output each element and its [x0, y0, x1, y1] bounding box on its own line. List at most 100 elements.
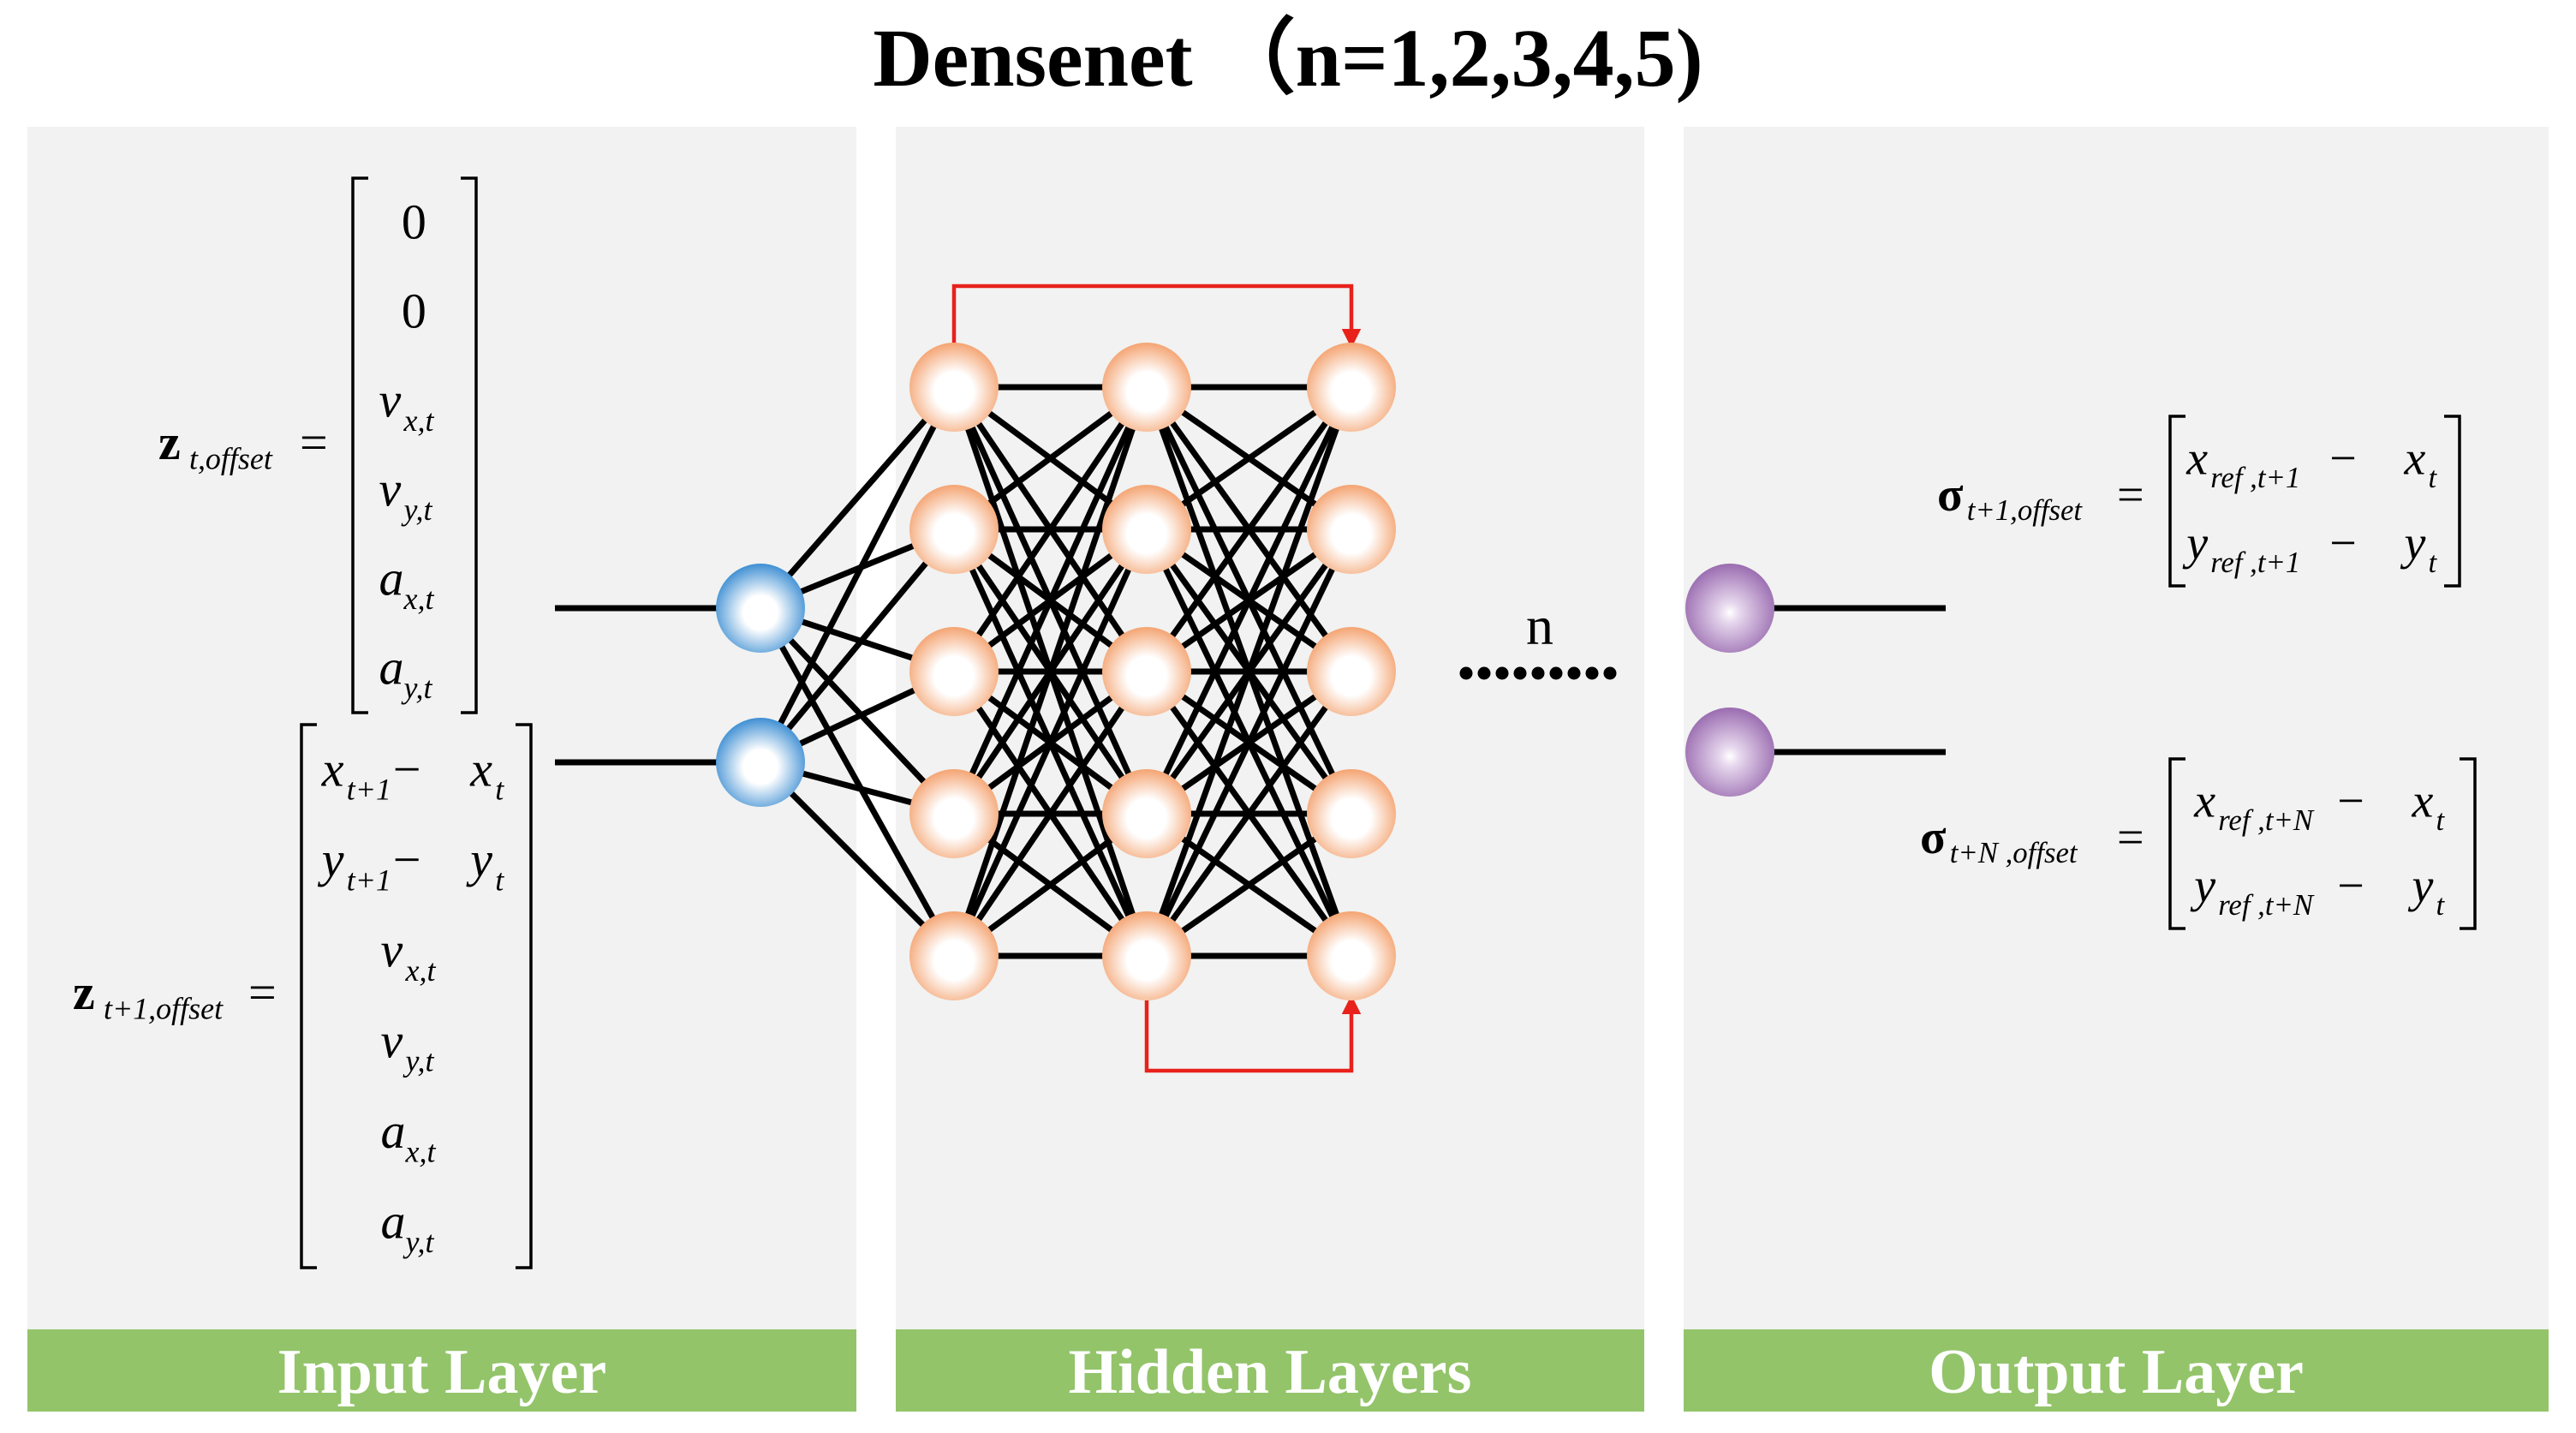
- output-panel: [1684, 127, 2549, 1412]
- matrix-entry-base: x: [2185, 432, 2208, 485]
- matrix-entry-sub2: t: [2436, 888, 2445, 922]
- hidden-node: [1102, 769, 1191, 858]
- matrix-entry-base: x: [321, 741, 344, 797]
- ellipsis-dot: [1513, 666, 1527, 680]
- equation-lhs-subscript: t+1,offset: [1967, 493, 2084, 527]
- output-label-band: [1684, 1329, 2549, 1412]
- matrix-entry-base: v: [379, 373, 402, 428]
- hidden-node: [1102, 911, 1191, 1000]
- matrix-right-bracket: [461, 176, 478, 714]
- matrix-entry-base: y: [2182, 516, 2208, 570]
- connection-edge: [1144, 385, 1354, 674]
- ellipsis-dot: [1477, 666, 1491, 680]
- matrix-entry-sub: x,t: [403, 582, 435, 616]
- skip-connection-top-arrow: [951, 284, 1362, 349]
- matrix-left-bracket: [351, 176, 368, 714]
- ellipsis-dot: [1549, 666, 1563, 680]
- matrix-entry-sub2: t: [495, 863, 504, 897]
- equation-lhs: z: [73, 964, 95, 1020]
- connection-edge: [951, 385, 1150, 958]
- matrix-entry-sub: y,t: [403, 1044, 435, 1078]
- hidden-node: [1307, 769, 1396, 858]
- output-node: [1685, 708, 1774, 797]
- hidden-node: [1307, 627, 1396, 716]
- equation-lhs: σ: [1920, 811, 1947, 864]
- matrix-left-bracket: [2168, 757, 2185, 930]
- matrix-entry-op: −: [2329, 516, 2357, 570]
- matrix-entry-sub2: t: [2436, 803, 2445, 837]
- input-label-band: [27, 1329, 856, 1412]
- matrix-entry-op: −: [393, 741, 421, 797]
- hidden-node: [909, 485, 999, 574]
- ellipsis-dot: [1495, 666, 1509, 680]
- hidden-node: [909, 911, 999, 1000]
- matrix-entry-base2: y: [2407, 859, 2433, 912]
- hidden-node: [1102, 485, 1191, 574]
- matrix-entry-base: y: [318, 832, 344, 887]
- page-title: Densenet （n=1,2,3,4,5): [873, 12, 1703, 104]
- matrix-entry-base2: y: [466, 832, 492, 887]
- connection-edge: [1144, 669, 1354, 958]
- equation-lhs-subscript: t,offset: [189, 442, 273, 476]
- matrix-entry-sub: x,t: [403, 403, 435, 438]
- connection-edge: [951, 528, 1150, 958]
- matrix-entry-base: v: [381, 1012, 403, 1068]
- matrix-entry-sub: y,t: [402, 493, 433, 527]
- hidden-node: [909, 343, 999, 432]
- matrix-entry-sub: ref ,t+N: [2218, 888, 2315, 922]
- matrix-entry-base2: x: [2411, 774, 2433, 827]
- matrix-entry-sub2: t: [2428, 461, 2437, 494]
- connection-edge: [951, 670, 1149, 958]
- connection-edge: [951, 385, 1150, 815]
- hidden-label-band: [896, 1329, 1644, 1412]
- matrix-entry-base: y: [2190, 859, 2215, 912]
- hidden-panel: [896, 127, 1644, 1412]
- equation-equals: =: [300, 415, 328, 470]
- connection-edge: [951, 385, 1149, 673]
- matrix-right-bracket: [516, 723, 533, 1269]
- connection-edge: [1143, 528, 1355, 958]
- matrix-right-bracket: [2444, 415, 2461, 588]
- matrix-right-bracket: [2460, 757, 2477, 930]
- skip-connection-bottom-arrow: [1144, 994, 1362, 1073]
- input-layer-label: Input Layer: [277, 1337, 606, 1407]
- matrix-entry-op: −: [393, 832, 421, 887]
- ellipsis-dots: [1459, 666, 1617, 680]
- connection-edge: [758, 760, 957, 958]
- connection-edge: [758, 385, 957, 611]
- connection-edge: [758, 606, 957, 816]
- connection-edge: [758, 527, 957, 765]
- equation-equals: =: [2117, 811, 2144, 864]
- hidden-layers-label: Hidden Layers: [1069, 1337, 1472, 1407]
- matrix-entry-op: −: [2337, 774, 2364, 827]
- matrix-entry-sub2: t: [495, 773, 504, 807]
- matrix-entry-base2: y: [2400, 516, 2425, 570]
- connection-edge: [757, 385, 957, 764]
- matrix-entry-sub: ref ,t+N: [2218, 803, 2315, 837]
- matrix-entry-base: v: [381, 922, 403, 978]
- ellipsis-dot: [1603, 666, 1617, 680]
- skip-connections: [951, 284, 1362, 1073]
- matrix-entry-base: 0: [402, 284, 426, 339]
- hidden-node: [1102, 343, 1191, 432]
- output-node: [1685, 564, 1774, 653]
- matrix-entry-base: x: [2193, 774, 2215, 827]
- ellipsis-dot: [1531, 666, 1545, 680]
- matrix-entry-base: a: [381, 1194, 406, 1250]
- matrix-entry-sub: ref ,t+1: [2210, 461, 2300, 494]
- repeat-n-label: n: [1526, 595, 1553, 656]
- hidden-node: [909, 627, 999, 716]
- matrix-entry-op: −: [2329, 432, 2357, 485]
- output-layer-label: Output Layer: [1929, 1337, 2304, 1407]
- hidden-node: [1102, 627, 1191, 716]
- matrix-entry-base: a: [379, 551, 404, 606]
- hidden-node: [1307, 485, 1396, 574]
- matrix-entry-base: a: [379, 640, 404, 696]
- ellipsis-dot: [1459, 666, 1473, 680]
- matrix-entry-base: v: [379, 462, 402, 517]
- matrix-entry-sub: y,t: [402, 671, 433, 705]
- matrix-entry-sub: x,t: [405, 953, 437, 988]
